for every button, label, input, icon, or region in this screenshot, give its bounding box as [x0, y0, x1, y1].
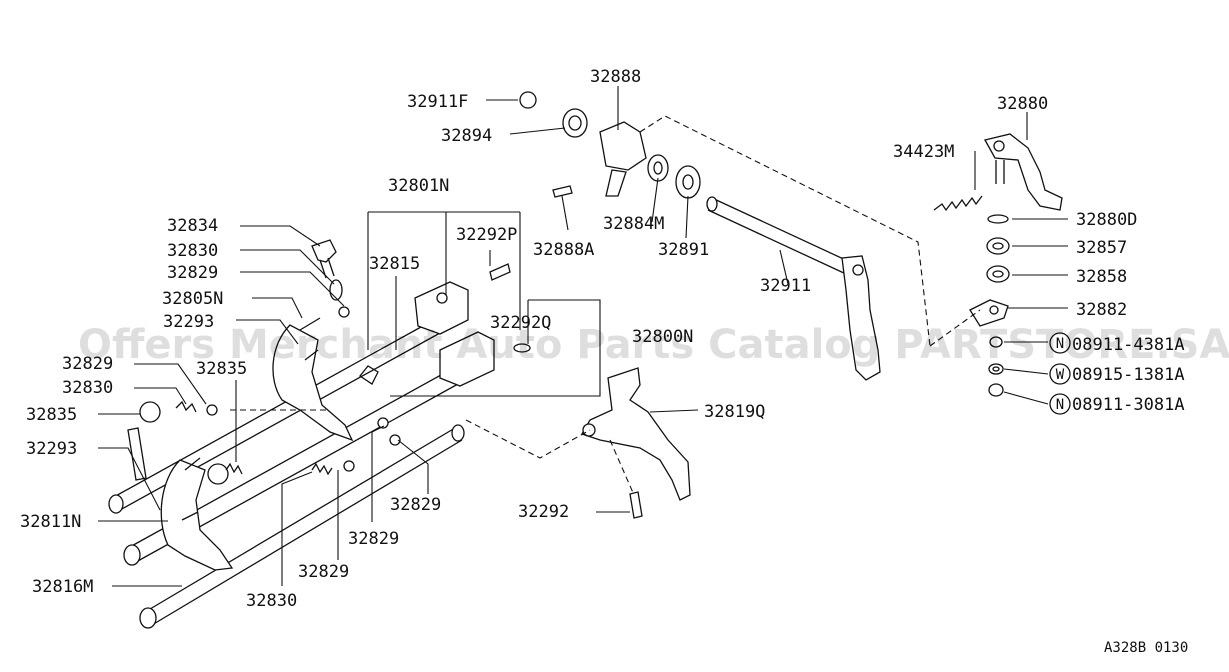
- rail-block-32800N: [439, 331, 495, 387]
- shift-fork-32805N: [272, 317, 354, 442]
- diagram-code: A328B 0130: [1104, 640, 1188, 656]
- part-labels: 32911F 32888 32894 32880 34423M 32880D 3…: [20, 67, 1185, 611]
- label-32830-left[interactable]: 32830: [62, 378, 113, 398]
- label-32805N[interactable]: 32805N: [162, 289, 223, 309]
- label-32830-top[interactable]: 32830: [167, 241, 218, 261]
- label-32829-top[interactable]: 32829: [167, 263, 218, 283]
- label-32829-bottom[interactable]: 32829: [298, 562, 349, 582]
- label-32888A[interactable]: 32888A: [533, 240, 594, 260]
- label-32293-top[interactable]: 32293: [163, 312, 214, 332]
- label-32857[interactable]: 32857: [1076, 238, 1127, 258]
- label-32816M[interactable]: 32816M: [32, 577, 93, 597]
- label-34423M[interactable]: 34423M: [893, 142, 954, 162]
- label-32884M[interactable]: 32884M: [603, 214, 664, 234]
- symbol-circles: N W N: [1049, 332, 1071, 415]
- label-32830-bottom[interactable]: 32830: [246, 591, 297, 611]
- lever-32880: [984, 133, 1063, 211]
- label-32858[interactable]: 32858: [1076, 267, 1127, 287]
- rail-block-32801N: [359, 281, 469, 385]
- detent-left-cluster: [127, 263, 643, 519]
- label-32835-left[interactable]: 32835: [26, 405, 77, 425]
- selector-32888: [519, 91, 701, 199]
- washers-right: [969, 214, 1010, 327]
- detent-bolt-32834: [311, 239, 350, 318]
- label-32829-left[interactable]: 32829: [62, 354, 113, 374]
- shift-fork-32819Q: [581, 367, 691, 501]
- label-32800N[interactable]: 32800N: [632, 327, 693, 347]
- label-32811N[interactable]: 32811N: [20, 512, 81, 532]
- label-32292[interactable]: 32292: [518, 502, 569, 522]
- spring-34423M: [933, 195, 983, 212]
- label-08911-3081A[interactable]: 08911-3081A: [1072, 395, 1185, 415]
- label-32293-left[interactable]: 32293: [26, 439, 77, 459]
- shift-fork-32811N: [160, 457, 234, 571]
- symbol-w: W: [1056, 367, 1065, 383]
- label-32801N[interactable]: 32801N: [388, 176, 449, 196]
- dashed-guides: [230, 115, 981, 496]
- label-32829-lower[interactable]: 32829: [348, 529, 399, 549]
- label-32888[interactable]: 32888: [590, 67, 641, 87]
- shift-rail-lower: [139, 424, 465, 629]
- label-32880[interactable]: 32880: [997, 94, 1048, 114]
- lever-shaft-32911: [706, 196, 881, 381]
- leader-lines: [98, 86, 1068, 587]
- label-32834[interactable]: 32834: [167, 216, 218, 236]
- label-32882[interactable]: 32882: [1076, 300, 1127, 320]
- label-32880D[interactable]: 32880D: [1076, 210, 1137, 230]
- watermark: Offers Merchant Auto Parts Catalog PARTS…: [78, 322, 1229, 368]
- label-32815[interactable]: 32815: [369, 254, 420, 274]
- label-08911-4381A[interactable]: 08911-4381A: [1072, 335, 1185, 355]
- fasteners-right: [988, 336, 1004, 397]
- symbol-n-lower: N: [1056, 397, 1064, 413]
- label-32911F[interactable]: 32911F: [407, 92, 468, 112]
- label-32835-mid[interactable]: 32835: [196, 359, 247, 379]
- label-32292Q[interactable]: 32292Q: [490, 313, 551, 333]
- label-32911[interactable]: 32911: [760, 276, 811, 296]
- label-32894[interactable]: 32894: [441, 126, 492, 146]
- label-32829-right[interactable]: 32829: [390, 495, 441, 515]
- label-32292P[interactable]: 32292P: [456, 225, 517, 245]
- symbol-n-upper: N: [1056, 336, 1064, 352]
- label-32819Q[interactable]: 32819Q: [704, 402, 765, 422]
- label-08915-1381A[interactable]: 08915-1381A: [1072, 365, 1185, 385]
- label-32891[interactable]: 32891: [658, 240, 709, 260]
